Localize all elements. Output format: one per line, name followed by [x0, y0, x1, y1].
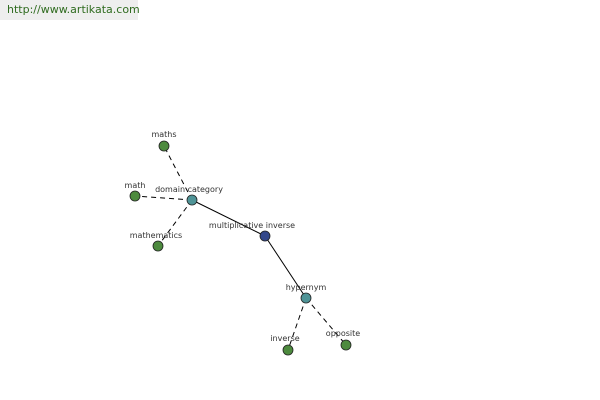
node-math[interactable] — [129, 190, 141, 202]
edge-hypernym-opposite — [305, 297, 347, 346]
edge-center-hypernym — [264, 235, 307, 299]
graph-labels: multiplicative inverse domain category h… — [125, 130, 361, 343]
label-maths[interactable]: maths — [151, 130, 176, 139]
edge-hypernym-inverse — [287, 297, 307, 351]
node-opposite[interactable] — [340, 339, 352, 351]
label-mathematics[interactable]: mathematics — [130, 231, 182, 240]
label-hypernym[interactable]: hypernym — [286, 283, 327, 292]
node-domain-category[interactable] — [186, 194, 198, 206]
edge-domain-math — [134, 195, 193, 201]
edge-domain-maths — [163, 145, 193, 201]
label-math[interactable]: math — [125, 181, 146, 190]
label-center[interactable]: multiplicative inverse — [209, 221, 295, 230]
node-hypernym[interactable] — [300, 292, 312, 304]
node-maths[interactable] — [158, 140, 170, 152]
label-domain-category[interactable]: domain category — [155, 185, 223, 194]
edge-center-domain — [191, 199, 266, 237]
node-inverse[interactable] — [282, 344, 294, 356]
site-url-link[interactable]: http://www.artikata.com — [0, 0, 140, 20]
edge-domain-mathematics — [157, 199, 193, 247]
label-opposite[interactable]: opposite — [326, 329, 360, 338]
node-mathematics[interactable] — [152, 240, 164, 252]
label-inverse[interactable]: inverse — [270, 334, 299, 343]
graph-nodes — [129, 140, 352, 356]
graph-edges — [134, 145, 347, 351]
node-center[interactable] — [259, 230, 271, 242]
